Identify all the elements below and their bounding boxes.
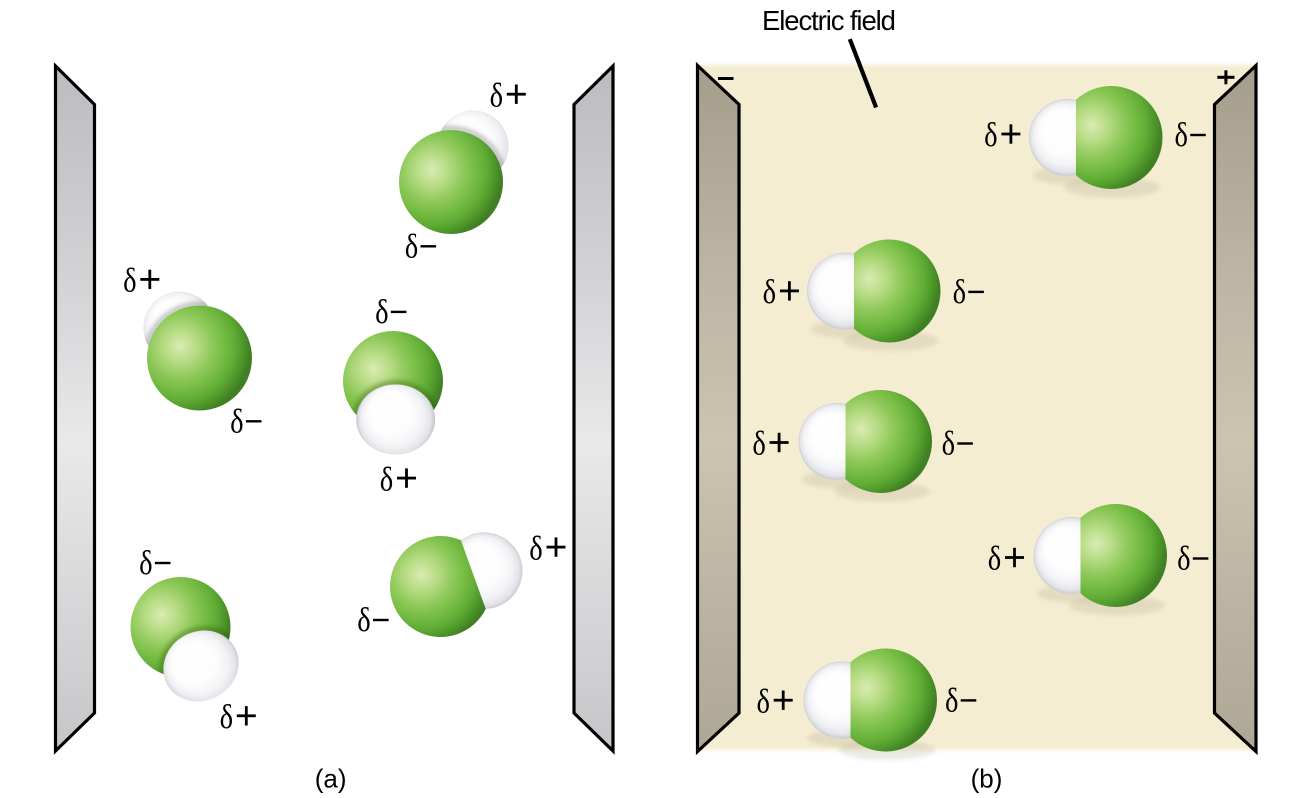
svg-text:δ: δ [988,539,1001,577]
svg-text:(b): (b) [971,764,1003,794]
svg-text:δ: δ [380,460,393,498]
svg-text:δ: δ [490,76,503,114]
svg-text:δ: δ [375,293,388,331]
svg-text:δ: δ [953,273,966,311]
svg-text:δ: δ [220,698,233,736]
svg-text:δ: δ [405,227,418,265]
svg-text:δ: δ [123,261,136,299]
svg-text:(a): (a) [315,764,347,794]
svg-text:δ: δ [984,116,997,154]
svg-text:δ: δ [230,402,243,440]
svg-text:δ: δ [945,681,958,719]
svg-text:δ: δ [1174,116,1187,154]
svg-text:δ: δ [756,682,769,720]
svg-text:Electric field: Electric field [762,5,895,36]
svg-text:δ: δ [752,424,765,462]
svg-text:δ: δ [139,544,152,582]
svg-text:δ: δ [357,601,370,639]
svg-text:δ: δ [763,273,776,311]
svg-text:δ: δ [942,424,955,462]
svg-text:δ: δ [529,529,542,567]
svg-text:δ: δ [1177,539,1190,577]
